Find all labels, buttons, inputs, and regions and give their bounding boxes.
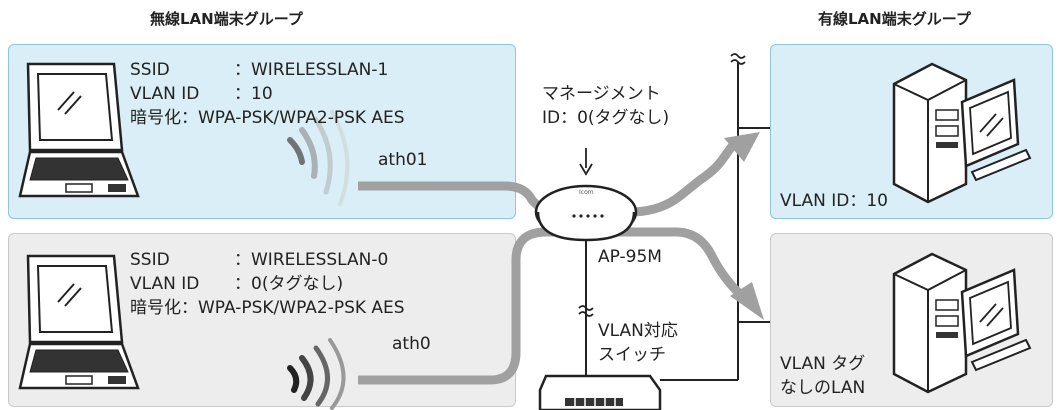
wired-untagged-line2: なしのLAN	[780, 378, 866, 398]
desktop-pc-icon-1	[892, 62, 1032, 204]
management-line2: ID：0(タグなし)	[542, 108, 670, 128]
vlan-switch-icon	[538, 374, 662, 410]
cut-mark-icon	[578, 305, 594, 311]
ssid-value: ：WIRELESSLAN-1	[234, 60, 389, 80]
ssid-value: ：WIRELESSLAN-0	[234, 250, 389, 270]
laptop-icon-0	[18, 254, 140, 390]
access-point-icon: Icom	[534, 184, 638, 242]
svg-text:Icom: Icom	[579, 189, 594, 196]
vlan-id-key: VLAN ID	[130, 84, 200, 104]
wireless-group-title: 無線LAN端末グループ	[150, 10, 303, 28]
switch-label-line2: スイッチ	[598, 345, 666, 365]
management-id-label: マネージメント ID：0(タグなし)	[542, 82, 669, 130]
interface-label-ath01: ath01	[378, 150, 428, 170]
laptop-icon-1	[18, 62, 140, 198]
down-arrow-icon	[579, 163, 593, 176]
wireless-lan-1-info: SSID ：WIRELESSLAN-1 VLAN ID ：10 暗号化：WPA-PS…	[130, 58, 405, 130]
cut-mark-icon	[730, 53, 746, 59]
switch-label-line1: VLAN対応	[598, 321, 678, 341]
wireless-waves-icon-0	[287, 338, 346, 410]
wired-group-title: 有線LAN端末グループ	[818, 10, 971, 28]
management-line1: マネージメント	[542, 84, 661, 104]
encryption-text: 暗号化：WPA-PSK/WPA2-PSK AES	[130, 108, 405, 128]
flow-arrow-untagged	[358, 227, 748, 385]
ssid-key: SSID	[130, 250, 170, 270]
wired-untagged-label: VLAN タグ なしのLAN	[780, 352, 865, 400]
desktop-pc-icon-0	[892, 252, 1032, 394]
vlan-id-key: VLAN ID	[130, 274, 200, 294]
interface-label-ath0: ath0	[392, 334, 431, 354]
vlan-id-value: ：0(タグなし)	[234, 274, 344, 294]
arrow-head-1	[724, 132, 760, 162]
wireless-waves-icon-1	[287, 110, 350, 206]
arrow-head-0	[730, 282, 764, 320]
ssid-key: SSID	[130, 60, 170, 80]
wired-vlan10-label: VLAN ID：10	[780, 191, 888, 211]
vlan-id-value: ：10	[234, 84, 273, 104]
encryption-text: 暗号化：WPA-PSK/WPA2-PSK AES	[130, 298, 405, 318]
switch-label: VLAN対応 スイッチ	[598, 319, 678, 367]
ap-model-label: AP-95M	[598, 247, 662, 267]
wireless-lan-0-info: SSID ：WIRELESSLAN-0 VLAN ID ：0(タグなし) 暗号化：W…	[130, 248, 405, 320]
wired-untagged-line1: VLAN タグ	[780, 354, 866, 374]
